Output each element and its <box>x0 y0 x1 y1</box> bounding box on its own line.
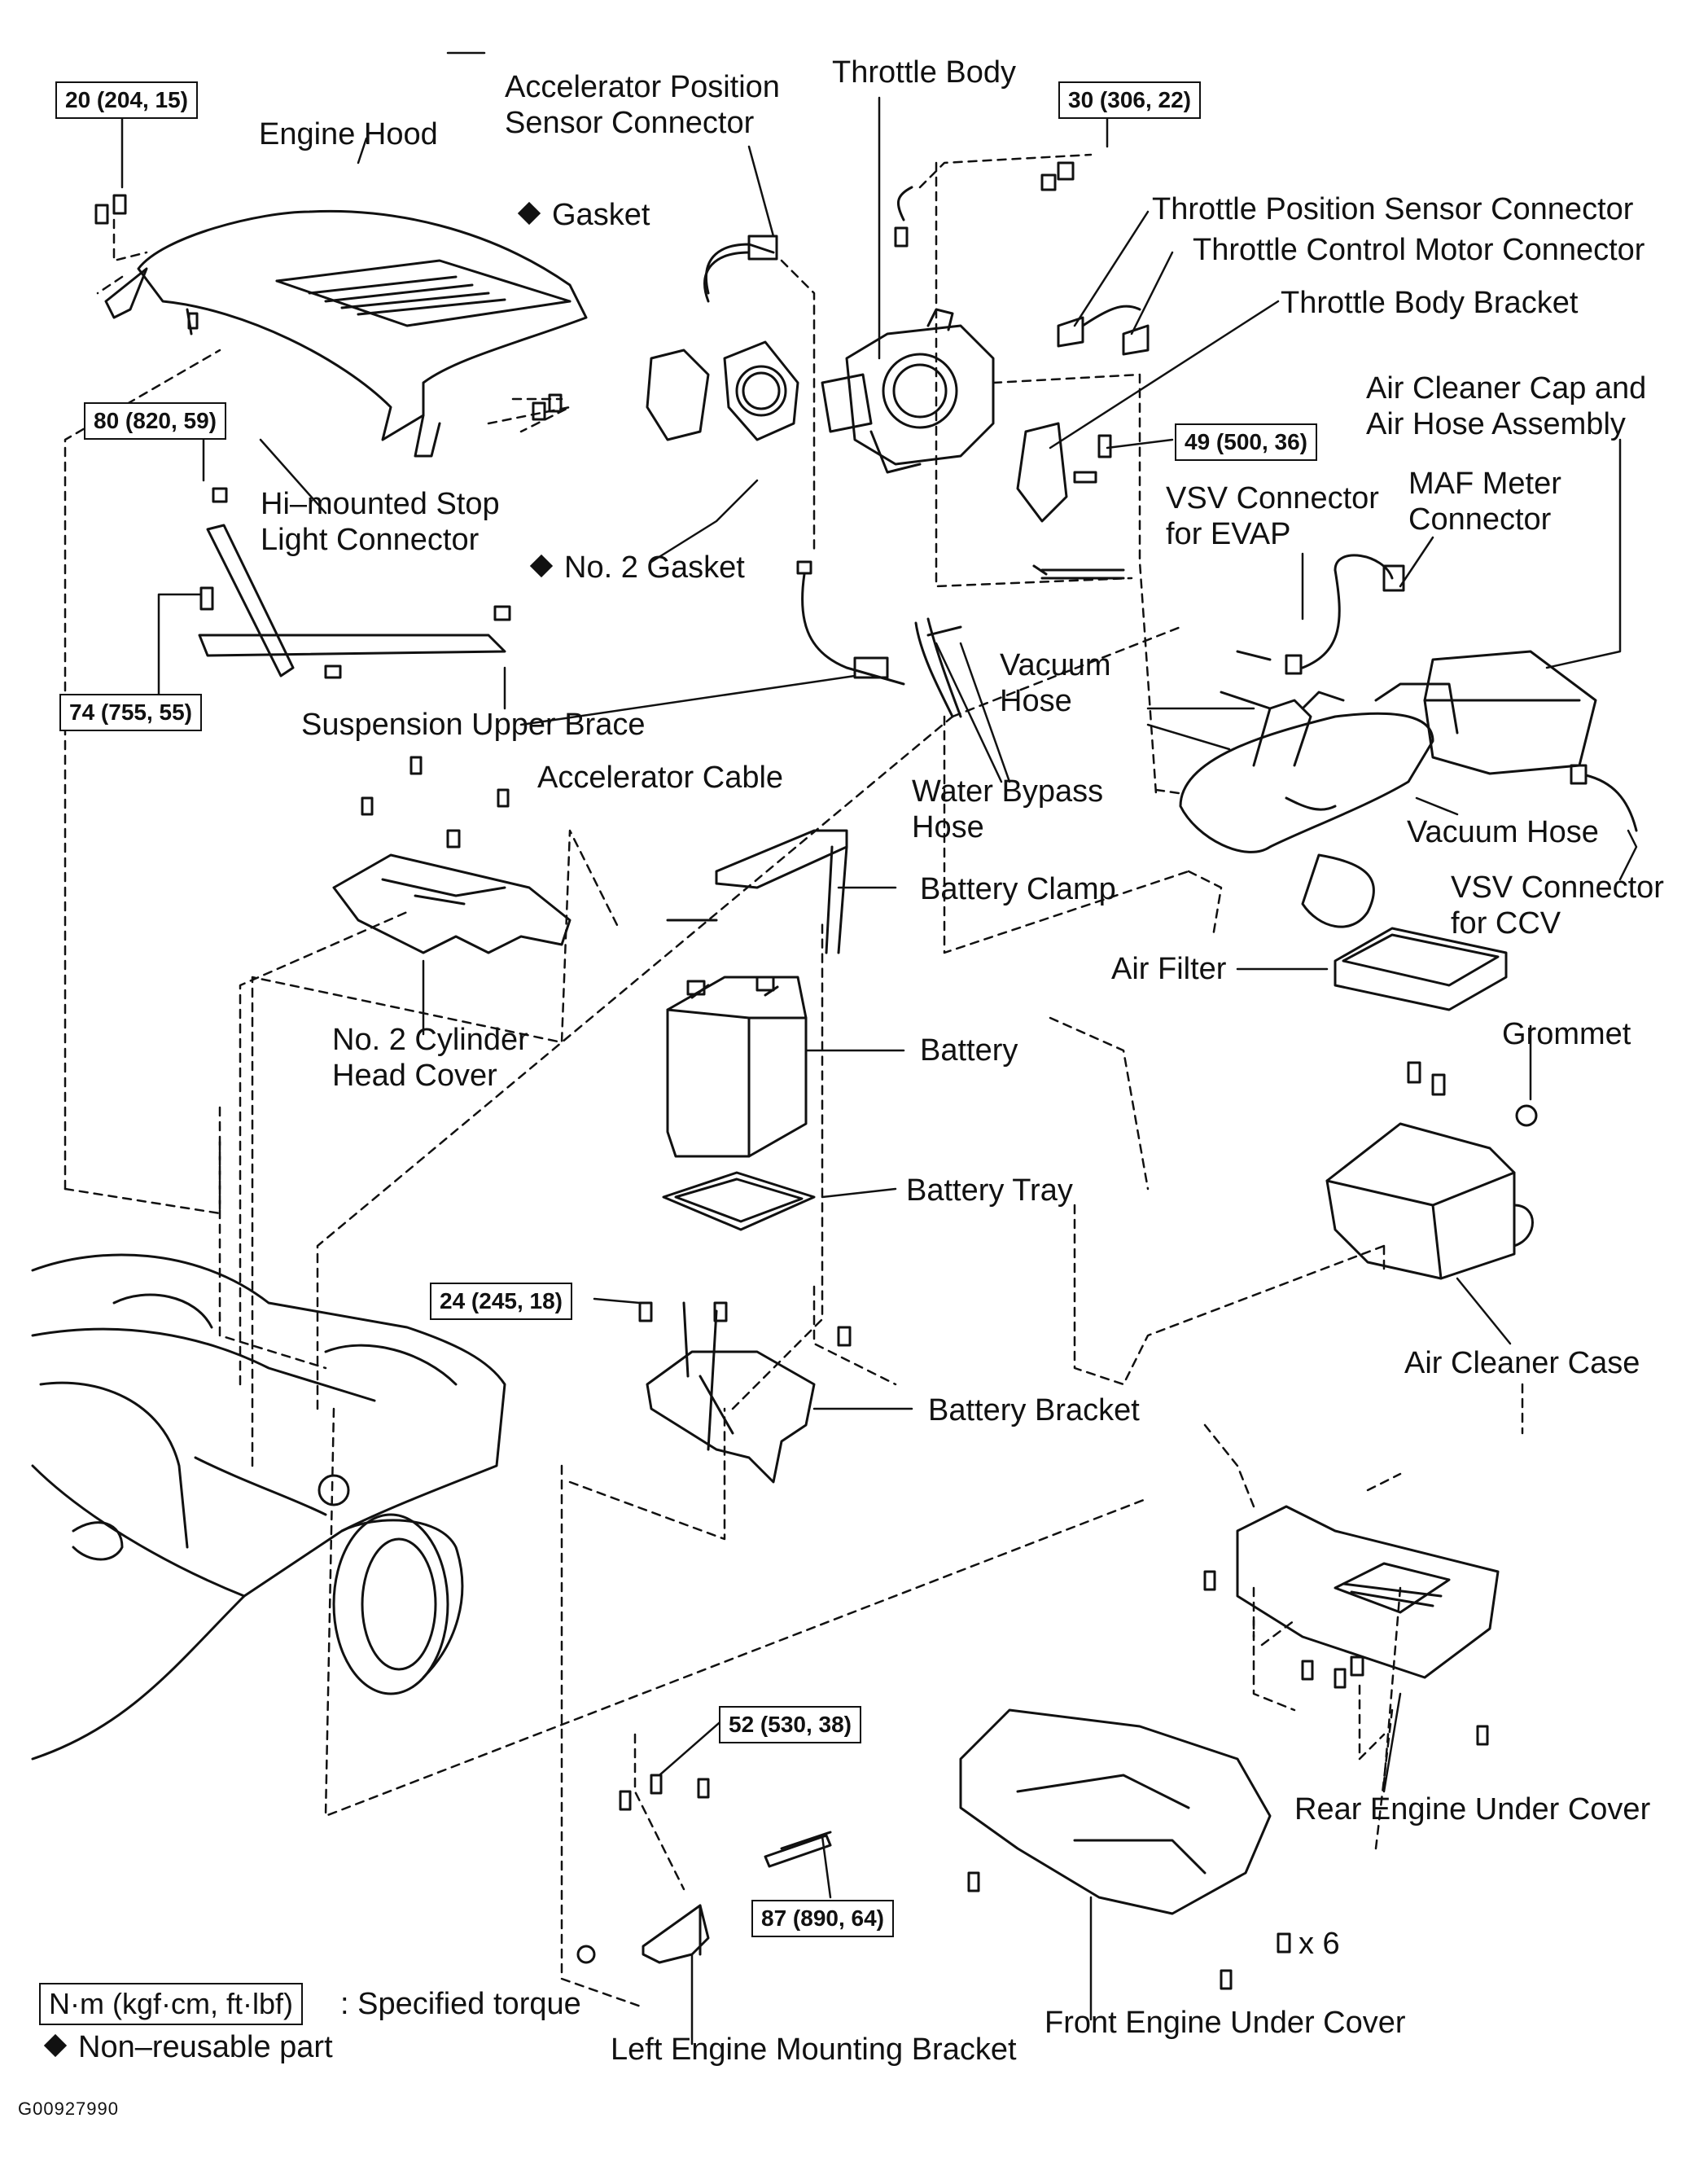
torque-callout-87: 87 (890, 64) <box>751 1900 894 1937</box>
battery-tray-drawing <box>662 1171 816 1231</box>
air-filter-drawing <box>1334 927 1508 1011</box>
suspension-brace-drawing <box>198 487 511 679</box>
torque-callout-80: 80 (820, 59) <box>84 402 226 440</box>
label-gasket: Gasket <box>517 197 650 233</box>
torque-callout-74: 74 (755, 55) <box>59 694 202 731</box>
label-battery-tray: Battery Tray <box>906 1173 1073 1208</box>
label-stop-light-connector: Hi–mounted Stop Light Connector <box>261 487 500 557</box>
label-x6: x 6 <box>1299 1927 1340 1961</box>
label-battery-clamp: Battery Clamp <box>920 872 1116 906</box>
rear-under-cover-drawing <box>1203 1505 1500 1746</box>
torque-callout-30: 30 (306, 22) <box>1058 81 1201 119</box>
car-body-drawing <box>31 1253 506 1761</box>
leader-lines <box>120 51 1638 2046</box>
label-water-bypass-hose: Water Bypass Hose <box>912 774 1104 844</box>
front-under-cover-drawing <box>959 1708 1291 1990</box>
label-vsv-evap: VSV Connector for EVAP <box>1166 481 1379 551</box>
label-cylinder-head-cover: No. 2 Cylinder Head Cover <box>332 1023 528 1093</box>
nonreusable-diamond-icon <box>529 554 554 578</box>
label-no2-gasket: No. 2 Gasket <box>529 550 745 585</box>
label-throttle-body-bracket: Throttle Body Bracket <box>1281 286 1579 320</box>
torque-callout-24: 24 (245, 18) <box>430 1283 572 1320</box>
battery-drawing <box>666 976 808 1158</box>
label-front-under-cover: Front Engine Under Cover <box>1045 2006 1406 2040</box>
legend-torque-unit: N·m (kgf·cm, ft·lbf) <box>39 1983 303 2025</box>
battery-bracket-drawing <box>638 1301 852 1484</box>
label-engine-hood: Engine Hood <box>259 117 438 151</box>
air-cleaner-cap-drawing <box>1179 554 1638 928</box>
label-air-filter: Air Filter <box>1111 952 1227 986</box>
label-suspension-brace: Suspension Upper Brace <box>301 708 646 742</box>
diagram-id: G00927990 <box>18 2098 119 2119</box>
battery-clamp-drawing <box>715 829 848 954</box>
cylinder-head-cover-drawing <box>332 756 572 954</box>
gaskets-drawing <box>646 340 799 441</box>
label-air-cleaner-case: Air Cleaner Case <box>1404 1346 1640 1380</box>
torque-callout-52: 52 (530, 38) <box>719 1706 861 1743</box>
nonreusable-diamond-icon <box>43 2033 68 2058</box>
torque-callout-49: 49 (500, 36) <box>1175 423 1317 461</box>
nonreusable-diamond-icon <box>517 201 541 226</box>
label-maf-connector: MAF Meter Connector <box>1408 467 1561 537</box>
label-left-mount-bracket: Left Engine Mounting Bracket <box>611 2033 1017 2067</box>
throttle-body-drawing <box>666 161 1150 922</box>
legend-nonreusable: Non–reusable part <box>43 2029 333 2065</box>
label-vsv-ccv: VSV Connector for CCV <box>1451 871 1664 941</box>
engine-hood-drawing <box>94 194 588 458</box>
label-throttle-body: Throttle Body <box>832 55 1016 90</box>
air-cleaner-case-drawing <box>1325 1061 1538 1280</box>
label-accelerator-cable: Accelerator Cable <box>537 761 784 795</box>
label-tps-connector: Throttle Position Sensor Connector <box>1152 192 1634 226</box>
torque-callout-20: 20 (204, 15) <box>55 81 198 119</box>
label-vacuum-hose-upper: Vacuum Hose <box>1000 648 1111 718</box>
label-accel-sensor-connector: Accelerator Position Sensor Connector <box>505 70 780 140</box>
label-vacuum-hose-lower: Vacuum Hose <box>1407 815 1599 849</box>
label-tcm-connector: Throttle Control Motor Connector <box>1193 233 1645 267</box>
legend-torque-text: : Specified torque <box>340 1987 581 2021</box>
connector-hoses-drawing <box>703 186 962 718</box>
label-rear-under-cover: Rear Engine Under Cover <box>1294 1792 1651 1827</box>
label-air-cleaner-cap: Air Cleaner Cap and Air Hose Assembly <box>1366 371 1647 441</box>
label-battery: Battery <box>920 1033 1018 1068</box>
label-grommet: Grommet <box>1502 1017 1631 1051</box>
label-battery-bracket: Battery Bracket <box>928 1393 1140 1427</box>
